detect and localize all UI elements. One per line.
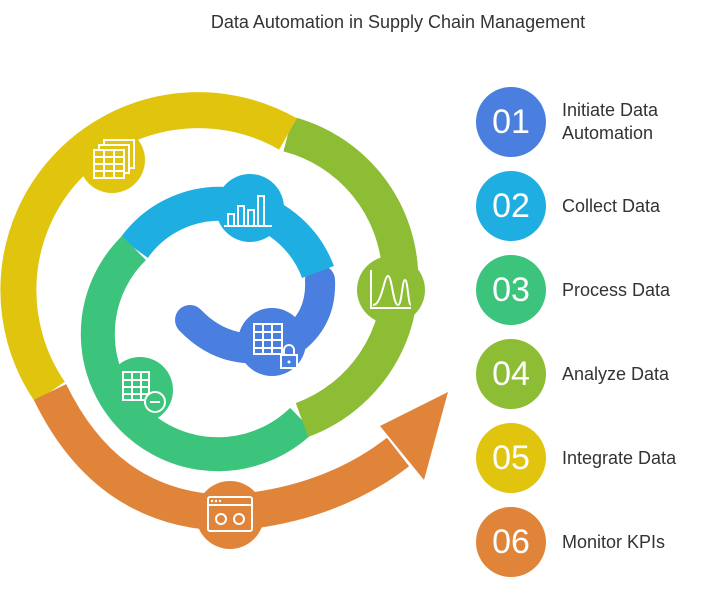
step-item: 01 Initiate Data Automation	[476, 87, 704, 157]
step-label: Collect Data	[562, 195, 661, 216]
step-number-badge: 04	[476, 339, 546, 409]
step-label: Integrate Data	[562, 447, 677, 468]
stacked-tables-icon	[79, 127, 145, 193]
table-lock-icon	[238, 308, 306, 376]
table-minus-icon	[107, 357, 173, 423]
step-item: 03 Process Data	[476, 255, 704, 325]
dashboard-window-icon	[196, 481, 264, 549]
bar-chart-icon	[216, 174, 284, 242]
distribution-curve-icon	[357, 256, 425, 324]
step-number-badge: 05	[476, 423, 546, 493]
step-number-badge: 06	[476, 507, 546, 577]
arrow-head	[380, 392, 448, 480]
spiral-diagram	[0, 92, 448, 549]
step-number-badge: 01	[476, 87, 546, 157]
step-label: Analyze Data	[562, 363, 670, 384]
step-label: Monitor KPIs	[562, 531, 666, 552]
step-item: 05 Integrate Data	[476, 423, 704, 493]
step-legend: 01 Initiate Data Automation 02 Collect D…	[476, 0, 704, 589]
step-label: Process Data	[562, 279, 671, 300]
spiral-segment-integrate	[0, 92, 297, 403]
step-item: 04 Analyze Data	[476, 339, 704, 409]
step-number-badge: 02	[476, 171, 546, 241]
page-title: Data Automation in Supply Chain Manageme…	[210, 12, 586, 32]
step-item: 02 Collect Data	[476, 171, 704, 241]
step-item: 06 Monitor KPIs	[476, 507, 704, 577]
step-label: Initiate Data Automation	[562, 100, 659, 143]
step-number-badge: 03	[476, 255, 546, 325]
